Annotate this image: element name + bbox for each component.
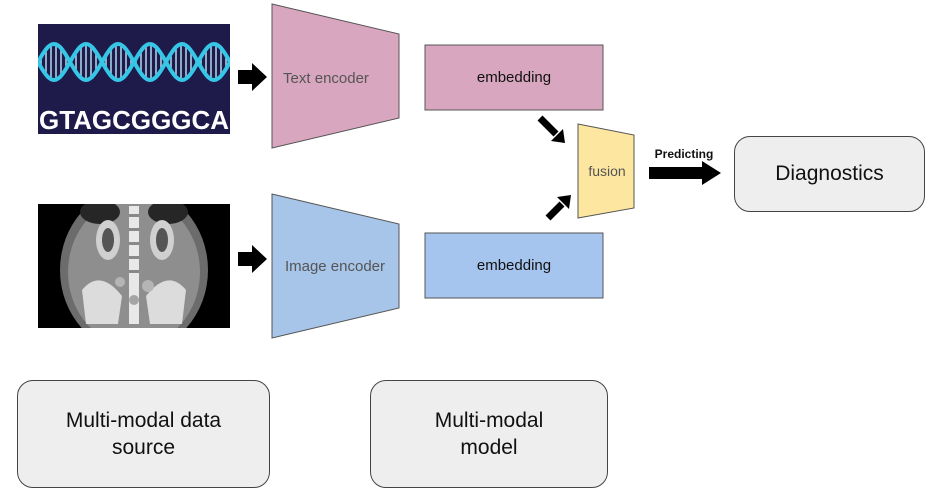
diagnostics-box: Diagnostics: [734, 136, 925, 212]
data-source-line1: Multi-modal data: [65, 408, 222, 432]
image-embedding-label: embedding: [477, 257, 551, 274]
predicting-arrow: Predicting: [649, 147, 721, 185]
arrow-icon: [238, 245, 267, 273]
text-embedding: embedding: [424, 44, 604, 111]
model-line1: Multi-modal: [434, 408, 544, 432]
data-source-line2: source: [111, 436, 175, 459]
image-encoder-label: Image encoder: [285, 258, 385, 275]
diagnostics-label: Diagnostics: [775, 162, 884, 186]
arrow-icon: [545, 195, 571, 221]
dna-sequence-text: GTAGCGGGCA: [39, 105, 229, 135]
ct-scan-image: [38, 204, 230, 328]
predicting-label: Predicting: [655, 147, 714, 161]
model-caption: Multi-modal model: [370, 380, 608, 488]
dna-sequence-image: GTAGCGGGCA: [38, 24, 230, 135]
fusion-label: fusion: [588, 163, 625, 179]
arrow-icon: [238, 63, 267, 91]
model-line2: model: [460, 436, 518, 459]
arrow-icon: [537, 115, 565, 143]
text-encoder-label: Text encoder: [283, 70, 369, 87]
arrow-icon: [649, 161, 721, 185]
fusion-block: fusion: [577, 123, 635, 219]
text-encoder: Text encoder: [271, 3, 400, 149]
image-embedding: embedding: [424, 232, 604, 299]
text-embedding-label: embedding: [477, 69, 551, 86]
image-encoder: Image encoder: [271, 193, 400, 339]
data-source-caption: Multi-modal data source: [17, 380, 270, 488]
